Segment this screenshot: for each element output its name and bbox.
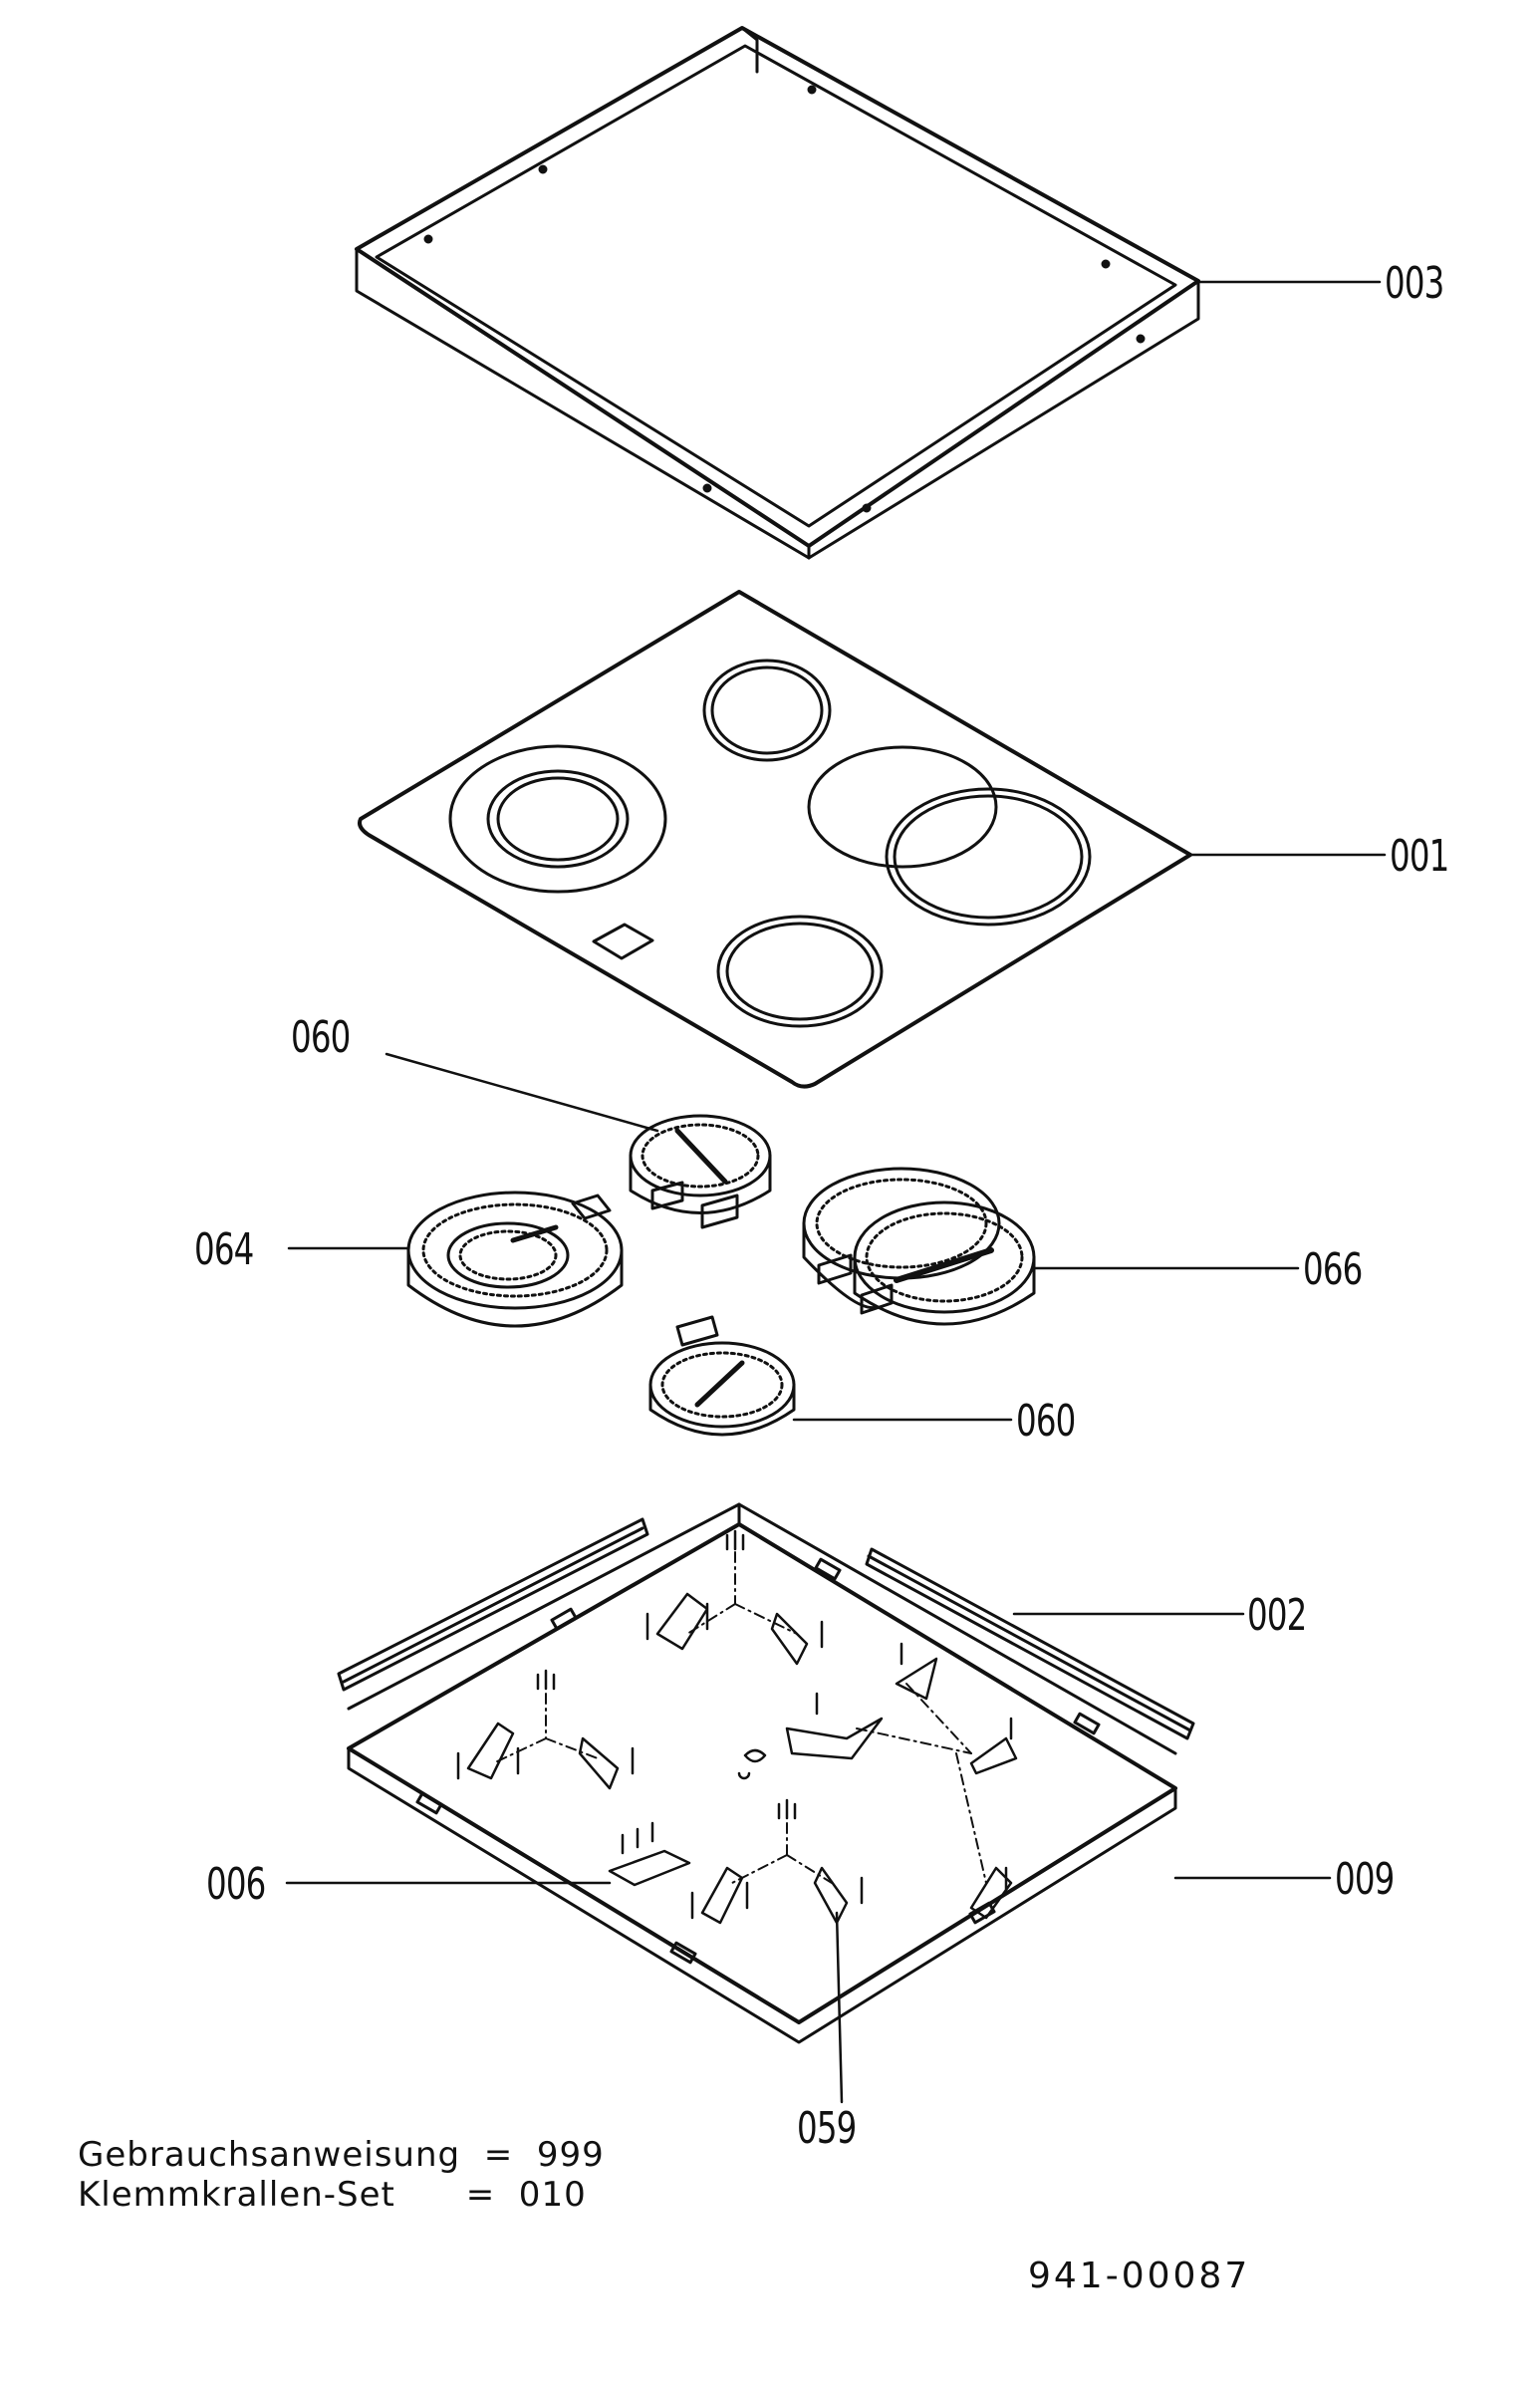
drawing-number: 941-00087	[1028, 2256, 1251, 2296]
callout-001: 001	[1390, 831, 1449, 882]
callout-060-upper: 060	[291, 1012, 351, 1063]
note-clip-set: Klemmkrallen-Set = 010	[78, 2175, 587, 2215]
heater-066	[802, 1167, 1036, 1326]
note-manual: Gebrauchsanweisung = 999	[78, 2135, 605, 2175]
callout-066: 066	[1303, 1244, 1363, 1295]
cooktop-001	[358, 590, 1192, 1089]
callout-006: 006	[206, 1859, 266, 1910]
leader-lines	[285, 280, 1387, 2104]
tray-009	[347, 1502, 1177, 2044]
frame-003	[355, 26, 1200, 560]
callout-064: 064	[194, 1224, 254, 1275]
heater-060-lower	[648, 1315, 796, 1437]
callout-059: 059	[797, 2103, 857, 2154]
heater-064	[406, 1191, 624, 1328]
rail-002	[337, 1517, 1195, 1740]
callout-002: 002	[1247, 1590, 1307, 1641]
callout-003: 003	[1385, 258, 1444, 309]
callout-009: 009	[1335, 1854, 1395, 1905]
callout-060-lower: 060	[1016, 1396, 1076, 1447]
heater-060-upper	[629, 1114, 772, 1229]
